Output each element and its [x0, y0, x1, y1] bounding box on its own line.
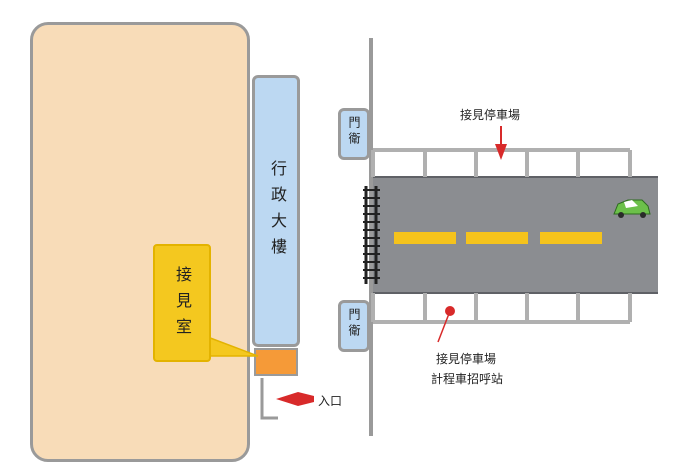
parking-top-label: 接見停車場 — [460, 108, 521, 122]
arrow-left-icon — [276, 392, 314, 406]
entrance-label: 入口 — [318, 394, 343, 408]
guard-house-bottom — [338, 300, 370, 352]
entrance-path — [260, 378, 278, 420]
parking-bottom — [371, 293, 632, 324]
admin-building-label: 行政大樓 — [268, 160, 287, 264]
location-pin-icon — [437, 306, 455, 343]
parking-top-marker — [495, 126, 507, 160]
reception-room-callout — [153, 244, 211, 362]
guard-house-top — [338, 108, 370, 160]
campus-area — [30, 22, 250, 462]
guard-house-bottom-label: 門衛 — [347, 308, 361, 340]
parking-bottom-label: 接見停車場 — [436, 352, 497, 366]
admin-building — [252, 75, 300, 347]
taxi-stand-label: 計程車招呼站 — [431, 372, 504, 386]
car-icon — [613, 199, 651, 218]
lane-mark-1 — [394, 232, 456, 244]
lane-mark-3 — [540, 232, 602, 244]
gate — [363, 186, 380, 284]
entrance-block — [254, 348, 298, 376]
reception-room-label: 接見室 — [173, 266, 192, 344]
guard-house-top-label: 門衛 — [347, 116, 361, 148]
lane-mark-2 — [466, 232, 528, 244]
